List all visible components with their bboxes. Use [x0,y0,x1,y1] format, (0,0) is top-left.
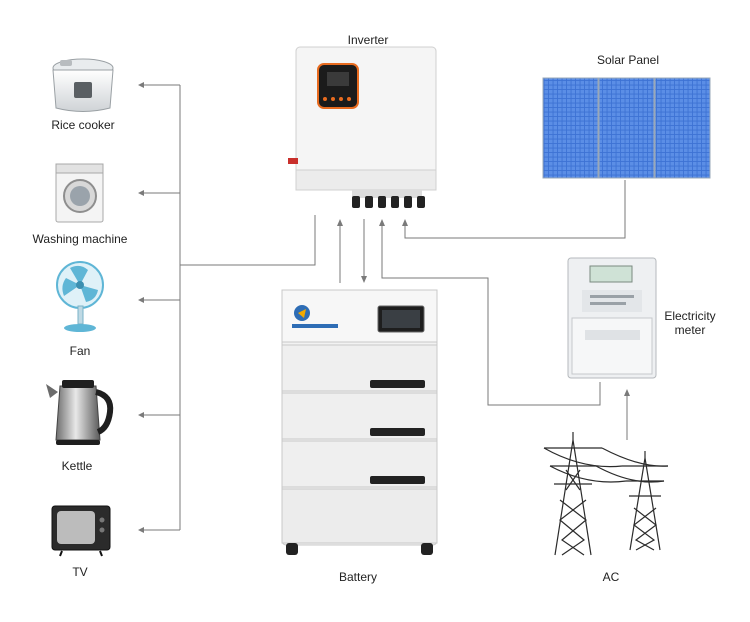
washing-machine-label: Washing machine [33,232,128,246]
tv: TV [51,505,111,579]
rice-cooker: Rice cooker [51,58,115,132]
arrow-washing-machine [138,190,144,196]
arrow-inverter-battery-down [361,276,367,283]
inverter: Inverter [288,33,437,208]
kettle-label: Kettle [62,459,93,473]
wire-inverter-to-loads [180,215,316,266]
rice-cooker-panel [74,82,92,98]
electricity-meter: Electricity meter [567,257,716,379]
arrow-meter-inverter [379,219,385,226]
solar-panel: Solar Panel [542,53,711,179]
arrow-inverter-battery-up [337,219,343,226]
arrow-fan [138,297,144,303]
arrow-rice-cooker [138,82,144,88]
battery-label: Battery [339,570,377,584]
arrow-tv [138,527,144,533]
electricity-meter-label-line2: meter [675,323,706,337]
washing-machine: Washing machine [33,163,128,246]
meter-display [589,265,633,283]
fan: Fan [56,261,104,358]
rice-cooker-label: Rice cooker [51,118,114,132]
tv-label: TV [72,565,87,579]
arrow-kettle [138,412,144,418]
kettle: Kettle [46,380,114,473]
inverter-ports [352,196,425,208]
arrow-ac-meter [624,389,630,396]
fan-label: Fan [70,344,91,358]
inverter-label: Inverter [348,33,389,47]
electricity-meter-label-line1: Electricity [664,309,715,323]
wire-solar-to-inverter [404,180,626,239]
arrow-solar-inverter [402,219,408,226]
wires [138,82,630,533]
wire-meter-to-inverter [381,225,601,406]
solar-panel-label: Solar Panel [597,53,659,67]
ac-label: AC [603,570,620,584]
battery: Battery [281,289,438,584]
ac-power-pylons [543,432,669,556]
